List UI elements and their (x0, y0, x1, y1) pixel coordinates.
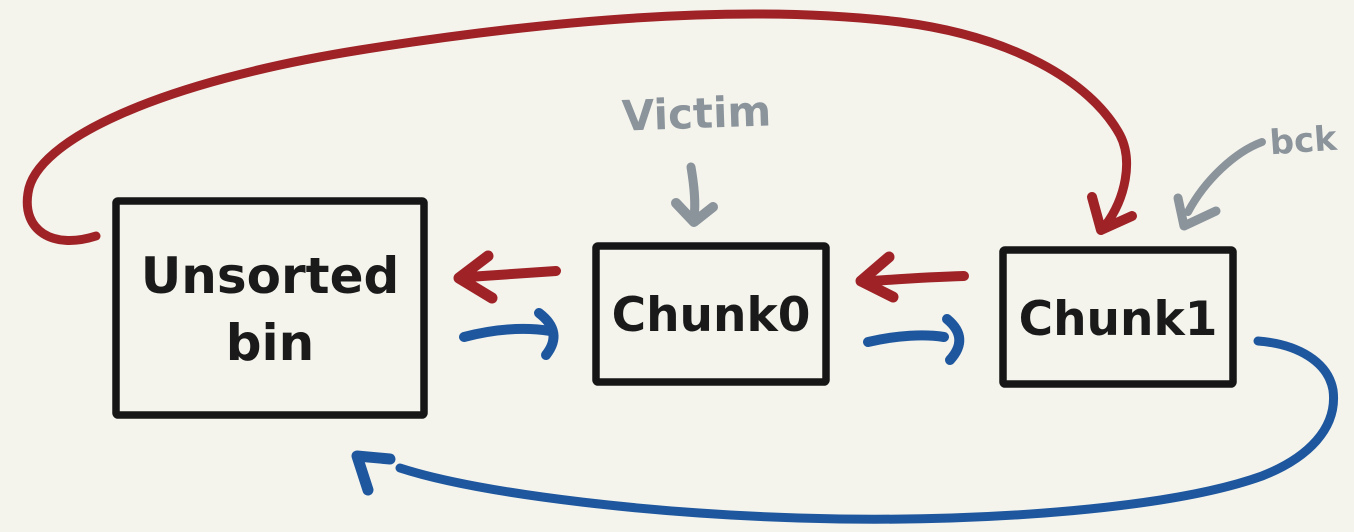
bck-annotation: bck (1173, 119, 1339, 231)
unsorted-bin-box (112, 197, 428, 419)
blue-edge-chunk0-to-chunk1 (863, 314, 965, 365)
blue-edge-chunk1-to-unsortedbin (351, 336, 1339, 524)
victim-label: Victim (621, 86, 772, 140)
unsorted-bin-label-line2: bin (226, 314, 315, 372)
unsorted-bin-label-line1: Unsorted (141, 247, 400, 305)
node-unsorted-bin: Unsorted bin (112, 197, 428, 419)
red-edge-chunk0-to-unsortedbin (453, 250, 561, 304)
red-edge-chunk1-to-chunk0 (855, 251, 969, 303)
red-arrowhead-icon (855, 251, 899, 303)
red-arrow-shaft (867, 271, 969, 286)
blue-arrowhead-icon (942, 314, 965, 365)
red-top-curve (22, 9, 1132, 245)
blue-arrow-shaft (459, 324, 555, 342)
chunk0-label: Chunk0 (612, 288, 811, 343)
chunk1-label: Chunk1 (1019, 292, 1218, 347)
blue-bottom-curve (395, 336, 1339, 524)
victim-annotation: Victim (621, 86, 772, 227)
chunk1-box (999, 246, 1237, 388)
blue-edge-unsortedbin-to-chunk0 (459, 308, 559, 360)
bck-label: bck (1268, 119, 1339, 164)
blue-arrow-shaft (863, 330, 949, 347)
blue-bottom-curve-arrowhead-icon (351, 450, 396, 496)
bck-arrow-shaft (1184, 138, 1266, 216)
victim-arrowhead-icon (671, 198, 718, 227)
red-top-curve-arrowhead-icon (1087, 192, 1137, 235)
bck-arrowhead-icon (1173, 193, 1221, 231)
blue-arrowhead-icon (534, 308, 559, 360)
node-chunk1: Chunk1 (999, 246, 1237, 388)
node-chunk0: Chunk0 (592, 242, 830, 386)
chunk0-box (592, 242, 830, 386)
victim-arrow-shaft (686, 162, 700, 223)
red-edge-unsortedbin-to-chunk1 (22, 9, 1137, 245)
red-arrow-shaft (463, 266, 561, 282)
red-arrowhead-icon (453, 250, 498, 304)
